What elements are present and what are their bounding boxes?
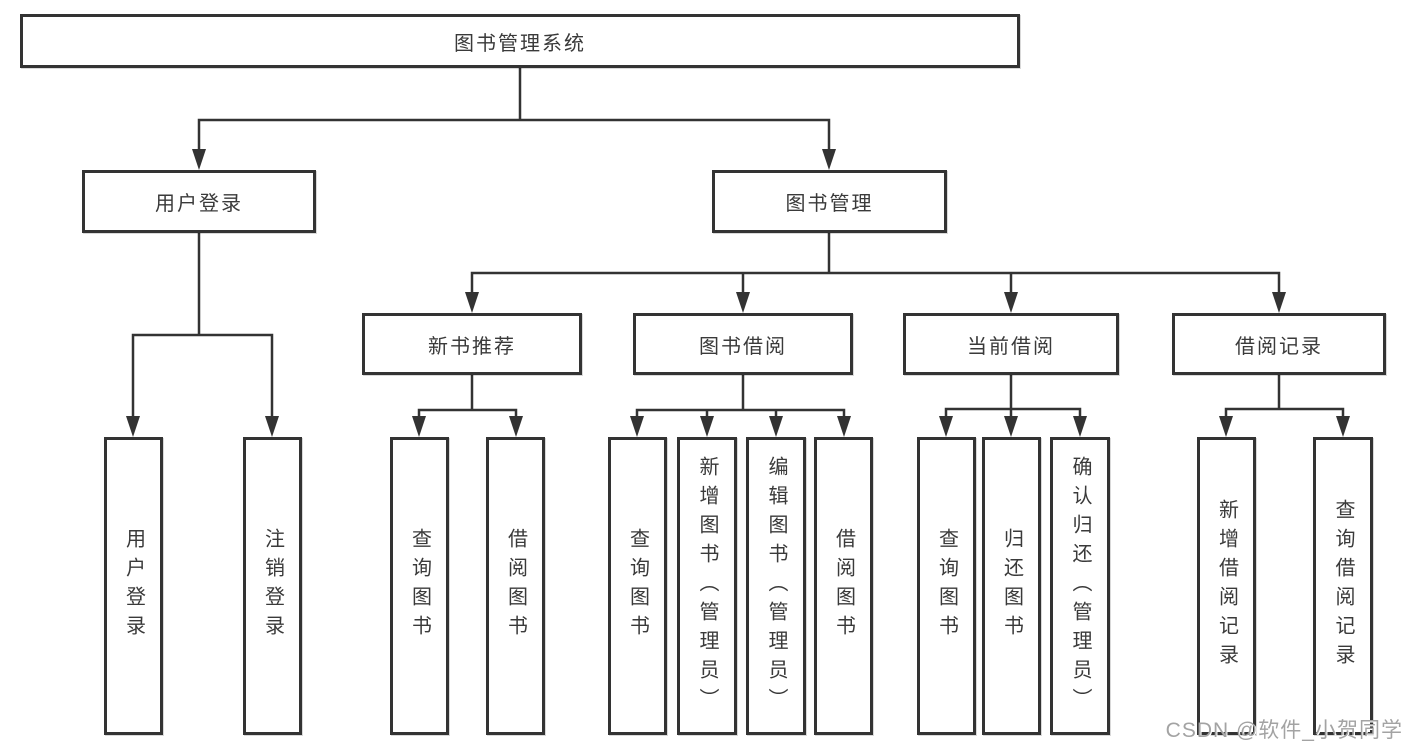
leaf-query-books-current: 查询图书 <box>917 437 976 735</box>
leaf-label: 编辑图书（管理员） <box>765 455 787 717</box>
leaf-edit-book-admin: 编辑图书（管理员） <box>746 437 806 735</box>
node-new-book-recommend-label: 新书推荐 <box>428 335 516 358</box>
leaf-label: 注销登录 <box>261 528 284 644</box>
leaf-user-login: 用户登录 <box>104 437 163 735</box>
leaf-label: 归还图书 <box>1000 528 1023 644</box>
leaf-label: 新增图书（管理员） <box>696 455 718 717</box>
leaf-query-books-borrow: 查询图书 <box>608 437 667 735</box>
arrowheads <box>126 149 1350 437</box>
leaf-label: 查询图书 <box>626 528 649 644</box>
node-borrow-records-label: 借阅记录 <box>1235 335 1323 358</box>
leaf-logout: 注销登录 <box>243 437 302 735</box>
node-borrow-records: 借阅记录 <box>1172 313 1386 375</box>
node-root-label: 图书管理系统 <box>454 32 586 55</box>
node-current-borrow: 当前借阅 <box>903 313 1119 375</box>
leaf-add-borrow-record: 新增借阅记录 <box>1197 437 1256 735</box>
leaf-query-borrow-record: 查询借阅记录 <box>1313 437 1373 735</box>
node-book-management-label: 图书管理 <box>785 193 874 215</box>
csdn-watermark: CSDN @软件_小贺同学 <box>1165 719 1403 742</box>
leaf-return-books: 归还图书 <box>982 437 1041 735</box>
leaf-label: 确认归还（管理员） <box>1069 455 1091 717</box>
leaf-confirm-return-admin: 确认归还（管理员） <box>1050 437 1110 735</box>
node-user-login-label: 用户登录 <box>155 193 243 215</box>
node-book-borrow-label: 图书借阅 <box>699 335 787 358</box>
node-current-borrow-label: 当前借阅 <box>967 335 1055 358</box>
node-root: 图书管理系统 <box>20 14 1020 68</box>
leaf-borrow-books-newbook: 借阅图书 <box>486 437 545 735</box>
leaf-borrow-books-borrow: 借阅图书 <box>814 437 873 735</box>
leaf-add-book-admin: 新增图书（管理员） <box>677 437 737 735</box>
leaf-label: 查询图书 <box>935 528 958 644</box>
leaf-label: 借阅图书 <box>504 528 527 644</box>
leaf-query-books-newbook: 查询图书 <box>390 437 449 735</box>
node-new-book-recommend: 新书推荐 <box>362 313 582 375</box>
node-book-borrow: 图书借阅 <box>633 313 853 375</box>
node-book-management: 图书管理 <box>712 170 947 233</box>
node-user-login: 用户登录 <box>82 170 316 233</box>
leaf-label: 用户登录 <box>122 528 145 644</box>
leaf-label: 查询图书 <box>408 528 431 644</box>
leaf-label: 查询借阅记录 <box>1332 499 1354 673</box>
leaf-label: 借阅图书 <box>832 528 855 644</box>
leaf-label: 新增借阅记录 <box>1215 499 1238 673</box>
